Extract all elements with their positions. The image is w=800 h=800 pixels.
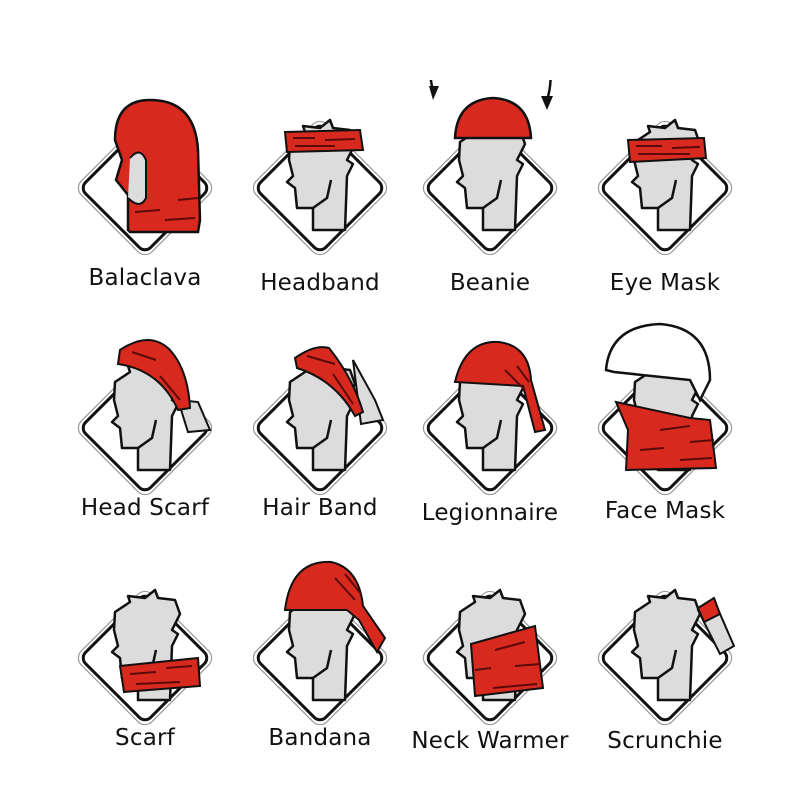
neck-warmer-icon: [417, 585, 563, 731]
style-neck-warmer: Neck Warmer: [405, 550, 575, 790]
hair-band-icon: [247, 346, 393, 501]
style-label: Headband: [260, 270, 380, 296]
style-balaclava: Balaclava: [60, 80, 230, 320]
style-label: Face Mask: [604, 498, 726, 524]
style-label: Hair Band: [262, 495, 378, 521]
scarf-icon: [72, 585, 218, 731]
style-label: Legionnaire: [421, 500, 559, 526]
style-label: Balaclava: [88, 265, 202, 291]
style-legionnaire: Legionnaire: [405, 320, 575, 560]
style-label: Beanie: [449, 270, 531, 296]
head-scarf-icon: [72, 339, 218, 501]
beanie-icon: [417, 80, 563, 261]
headband-icon: [247, 115, 393, 261]
style-beanie: Beanie: [405, 80, 575, 320]
style-hair-band: Hair Band: [235, 320, 405, 560]
style-face-mask: Face Mask: [580, 320, 750, 560]
style-label: Scrunchie: [607, 728, 723, 754]
face-mask-icon: [592, 322, 738, 501]
style-eye-mask: Eye Mask: [580, 80, 750, 320]
style-label: Head Scarf: [80, 495, 210, 521]
bandana-icon: [247, 560, 393, 731]
eye-mask-icon: [592, 115, 738, 261]
style-head-scarf: Head Scarf: [60, 320, 230, 560]
style-scrunchie: Scrunchie: [580, 550, 750, 790]
style-label: Bandana: [268, 725, 372, 751]
style-label: Eye Mask: [609, 270, 721, 296]
style-headband: Headband: [235, 80, 405, 320]
style-label: Scarf: [115, 725, 175, 751]
legionnaire-icon: [417, 340, 563, 501]
style-label: Neck Warmer: [411, 728, 569, 754]
style-bandana: Bandana: [235, 550, 405, 790]
balaclava-icon: [72, 98, 218, 261]
style-scarf: Scarf: [60, 550, 230, 790]
scrunchie-icon: [592, 585, 738, 731]
